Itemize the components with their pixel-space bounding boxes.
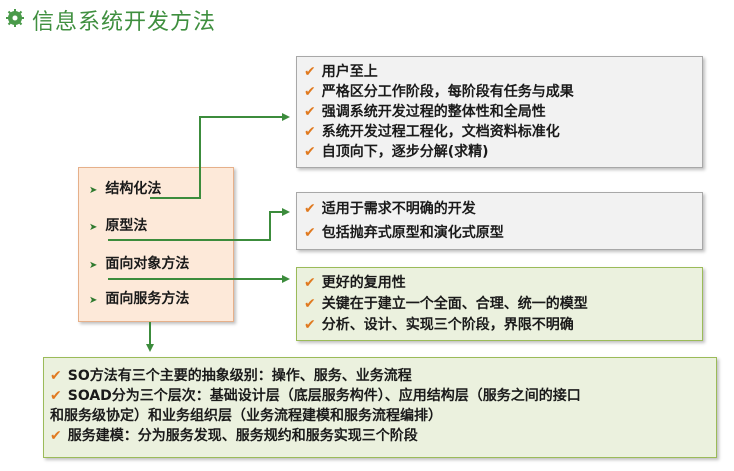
list-item: ✔关键在于建立一个全面、合理、统一的模型: [304, 296, 588, 312]
check-icon: ✔: [304, 225, 316, 241]
check-icon: ✔: [304, 124, 316, 140]
list-item: ✔SO方法有三个主要的抽象级别：操作、服务、业务流程: [50, 368, 412, 384]
check-icon: ✔: [304, 104, 316, 120]
method-structured: ➤结构化法: [89, 181, 162, 197]
check-icon: ✔: [304, 275, 316, 291]
list-item: ✔分析、设计、实现三个阶段，界限不明确: [304, 317, 574, 333]
oo-method-box: ✔更好的复用性 ✔关键在于建立一个全面、合理、统一的模型 ✔分析、设计、实现三个…: [296, 267, 703, 341]
so-method-box: ✔SO方法有三个主要的抽象级别：操作、服务、业务流程 ✔SOAD分为三个层次：基…: [43, 357, 717, 458]
check-icon: ✔: [50, 388, 62, 404]
list-item: ✔用户至上: [304, 64, 378, 80]
arrow-right-icon: ➤: [89, 295, 98, 306]
list-item: ✔严格区分工作阶段，每阶段有任务与成果: [304, 84, 574, 100]
connector-structured: [150, 113, 290, 199]
green-gear-icon: [6, 9, 24, 27]
list-item: ✔自顶向下，逐步分解(求精): [304, 144, 489, 160]
methods-box: ➤结构化法 ➤原型法 ➤面向对象方法 ➤面向服务方法: [78, 167, 234, 322]
check-icon: ✔: [304, 64, 316, 80]
check-icon: ✔: [50, 368, 62, 384]
check-icon: ✔: [304, 201, 316, 217]
check-icon: ✔: [304, 84, 316, 100]
page-title: 信息系统开发方法: [32, 10, 217, 35]
connector-prototype: [108, 208, 290, 241]
list-item-continuation: 和服务级协定）和业务组织层（业务流程建模和服务流程编排）: [50, 408, 442, 424]
method-prototype: ➤原型法: [89, 218, 148, 234]
check-icon: ✔: [304, 317, 316, 333]
list-item: ✔强调系统开发过程的整体性和全局性: [304, 104, 546, 120]
list-item: ✔适用于需求不明确的开发: [304, 201, 476, 217]
method-service-oriented: ➤面向服务方法: [89, 291, 190, 307]
check-icon: ✔: [304, 144, 316, 160]
method-object-oriented: ➤面向对象方法: [89, 256, 190, 272]
arrow-right-icon: ➤: [89, 260, 98, 271]
prototype-method-box: ✔适用于需求不明确的开发 ✔包括抛弃式原型和演化式原型: [296, 192, 703, 250]
arrow-right-icon: ➤: [89, 185, 98, 196]
list-item: ✔包括抛弃式原型和演化式原型: [304, 225, 504, 241]
arrow-right-icon: ➤: [89, 222, 98, 233]
list-item: ✔系统开发过程工程化，文档资料标准化: [304, 124, 560, 140]
check-icon: ✔: [50, 428, 62, 444]
structured-method-box: ✔用户至上 ✔严格区分工作阶段，每阶段有任务与成果 ✔强调系统开发过程的整体性和…: [296, 56, 703, 168]
list-item: ✔服务建模：分为服务发现、服务规约和服务实现三个阶段: [50, 428, 418, 444]
list-item: ✔更好的复用性: [304, 275, 406, 291]
list-item: ✔SOAD分为三个层次：基础设计层（底层服务构件）、应用结构层（服务之间的接口: [50, 388, 581, 404]
check-icon: ✔: [304, 296, 316, 312]
